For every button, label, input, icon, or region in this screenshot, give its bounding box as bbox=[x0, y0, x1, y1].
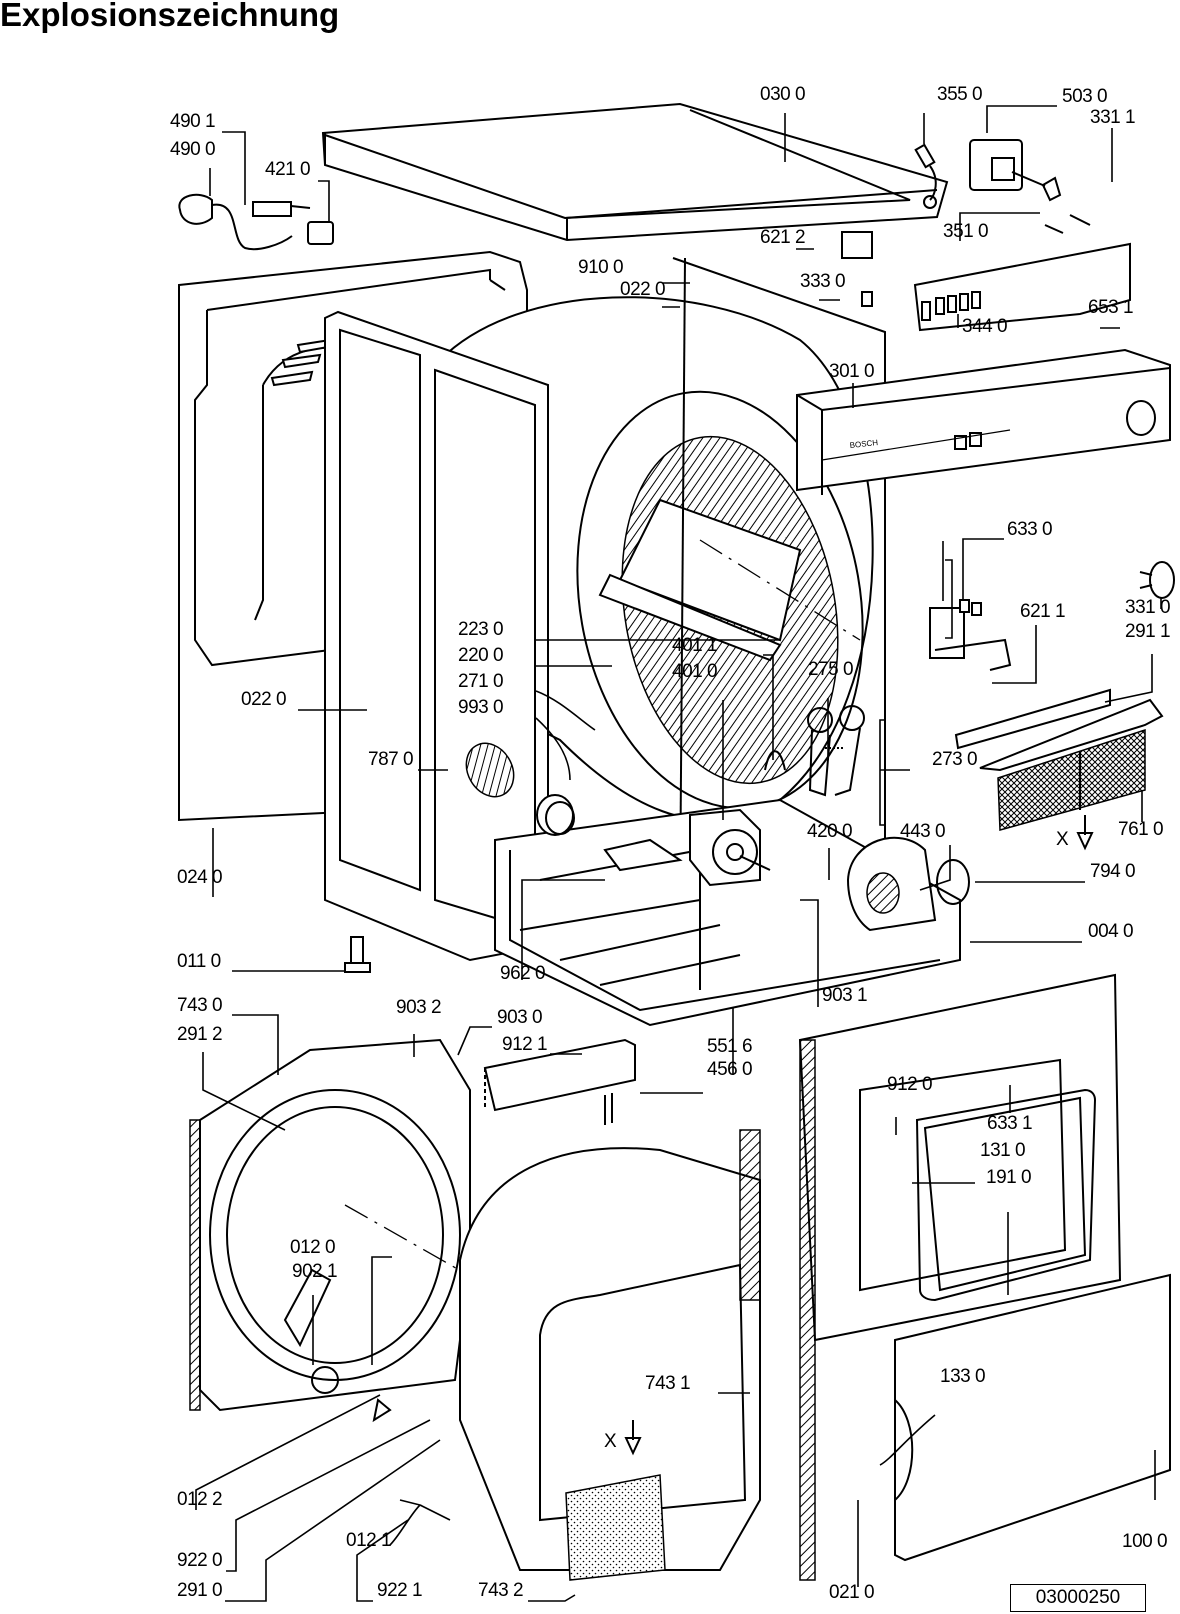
top-cover-part bbox=[321, 102, 949, 242]
part-label-021-0: 021 0 bbox=[829, 1582, 875, 1603]
part-label-331-0: 331 0 bbox=[1125, 597, 1171, 618]
rear-panel-part bbox=[189, 1038, 471, 1412]
part-label-012-1: 012 1 bbox=[346, 1530, 392, 1551]
part-label-912-0: 912 0 bbox=[887, 1074, 933, 1095]
part-label-443-0: 443 0 bbox=[900, 821, 946, 842]
part-label-922-1: 922 1 bbox=[377, 1580, 423, 1601]
switch-part bbox=[841, 231, 873, 259]
part-label-421-0: 421 0 bbox=[265, 159, 311, 180]
part-label-344-0: 344 0 bbox=[962, 316, 1008, 337]
part-label-993-0: 993 0 bbox=[458, 697, 504, 718]
part-label-490-1: 490 1 bbox=[170, 111, 216, 132]
wire-part bbox=[1044, 214, 1091, 234]
part-label-621-2: 621 2 bbox=[760, 227, 806, 248]
part-label-331-1: 331 1 bbox=[1090, 107, 1136, 128]
part-label-401-1: 401 1 bbox=[672, 635, 718, 656]
part-label-022-0-side: 022 0 bbox=[241, 689, 287, 710]
part-label-012-2: 012 2 bbox=[177, 1489, 223, 1510]
right-side-panel-part bbox=[672, 257, 886, 901]
door-part bbox=[894, 1273, 1171, 1562]
part-label-291-0: 291 0 bbox=[177, 1580, 223, 1601]
part-label-794-0: 794 0 bbox=[1090, 861, 1136, 882]
part-label-291-1: 291 1 bbox=[1125, 621, 1171, 642]
page-title: Explosionszeichnung bbox=[0, 0, 340, 33]
part-label-131-0: 131 0 bbox=[980, 1140, 1026, 1161]
part-label-223-0: 223 0 bbox=[458, 619, 504, 640]
leader-lines bbox=[195, 105, 1162, 1602]
filter-direction-marker bbox=[372, 815, 1094, 1456]
part-label-743-0: 743 0 bbox=[177, 995, 223, 1016]
part-label-621-1: 621 1 bbox=[1020, 601, 1066, 622]
timer-part bbox=[969, 139, 1062, 202]
part-label-903-0: 903 0 bbox=[497, 1007, 543, 1028]
filter-marker-label: X bbox=[1056, 829, 1069, 850]
part-label-271-0: 271 0 bbox=[458, 671, 504, 692]
front-panel-part bbox=[798, 973, 1122, 1581]
part-label-291-2: 291 2 bbox=[177, 1024, 223, 1045]
part-label-220-0: 220 0 bbox=[458, 645, 504, 666]
part-label-333-0: 333 0 bbox=[800, 271, 846, 292]
part-label-351-0: 351 0 bbox=[943, 221, 989, 242]
part-label-420-0: 420 0 bbox=[807, 821, 853, 842]
door-switch-part bbox=[929, 599, 1012, 671]
heatsink-part bbox=[483, 1038, 636, 1125]
part-label-902-1: 902 1 bbox=[292, 1261, 338, 1282]
seal-ring-part bbox=[936, 859, 970, 905]
part-label-456-0: 456 0 bbox=[707, 1059, 753, 1080]
part-label-022-0-top: 022 0 bbox=[620, 279, 666, 300]
heating-coil-part bbox=[465, 742, 575, 836]
part-label-133-0: 133 0 bbox=[940, 1366, 986, 1387]
part-label-633-1: 633 1 bbox=[987, 1113, 1033, 1134]
part-label-903-1: 903 1 bbox=[822, 985, 868, 1006]
part-label-503-0: 503 0 bbox=[1062, 86, 1108, 107]
part-label-024-0: 024 0 bbox=[177, 867, 223, 888]
part-label-653-1: 653 1 bbox=[1088, 297, 1134, 318]
condenser-part bbox=[459, 1129, 761, 1581]
part-label-030-0: 030 0 bbox=[760, 84, 806, 105]
part-label-551-6: 551 6 bbox=[707, 1036, 753, 1057]
sensor-part bbox=[914, 143, 937, 209]
part-label-011-0: 011 0 bbox=[177, 951, 221, 972]
part-label-743-1: 743 1 bbox=[645, 1373, 691, 1394]
bearing-part bbox=[283, 1268, 339, 1394]
filter-marker-label-2: X bbox=[604, 1431, 617, 1452]
part-label-191-0: 191 0 bbox=[986, 1167, 1032, 1188]
part-label-922-0: 922 0 bbox=[177, 1550, 223, 1571]
motor-part bbox=[689, 808, 771, 887]
part-label-490-0: 490 0 bbox=[170, 139, 216, 160]
part-label-912-1: 912 1 bbox=[502, 1034, 548, 1055]
document-number: 03000250 bbox=[1010, 1584, 1146, 1612]
part-label-301-0: 301 0 bbox=[829, 361, 875, 382]
control-board-part bbox=[913, 242, 1131, 332]
part-label-962-0: 962 0 bbox=[500, 963, 546, 984]
connector-part bbox=[861, 291, 873, 307]
control-panel-part: BOSCH bbox=[796, 348, 1171, 495]
part-label-910-0: 910 0 bbox=[578, 257, 624, 278]
knob-part bbox=[1139, 561, 1175, 599]
spring-part bbox=[764, 750, 786, 771]
power-cord-part bbox=[178, 193, 334, 251]
lint-filter-part bbox=[954, 688, 1164, 831]
part-label-761-0: 761 0 bbox=[1118, 819, 1164, 840]
part-label-273-0: 273 0 bbox=[932, 749, 978, 770]
part-label-100-0: 100 0 bbox=[1122, 1531, 1168, 1552]
fan-housing-part bbox=[846, 836, 937, 932]
part-label-012-0: 012 0 bbox=[290, 1237, 336, 1258]
part-label-903-2: 903 2 bbox=[396, 997, 442, 1018]
screw-part bbox=[344, 936, 371, 973]
part-label-004-0: 004 0 bbox=[1088, 921, 1134, 942]
tensioner-part bbox=[807, 705, 865, 797]
part-label-743-2: 743 2 bbox=[478, 1580, 524, 1601]
part-label-633-0: 633 0 bbox=[1007, 519, 1053, 540]
part-label-275-0: 275 0 bbox=[808, 659, 854, 680]
control-panel-brand: BOSCH bbox=[849, 438, 878, 450]
part-label-355-0: 355 0 bbox=[937, 84, 983, 105]
part-label-787-0: 787 0 bbox=[368, 749, 414, 770]
part-label-401-0: 401 0 bbox=[672, 661, 718, 682]
